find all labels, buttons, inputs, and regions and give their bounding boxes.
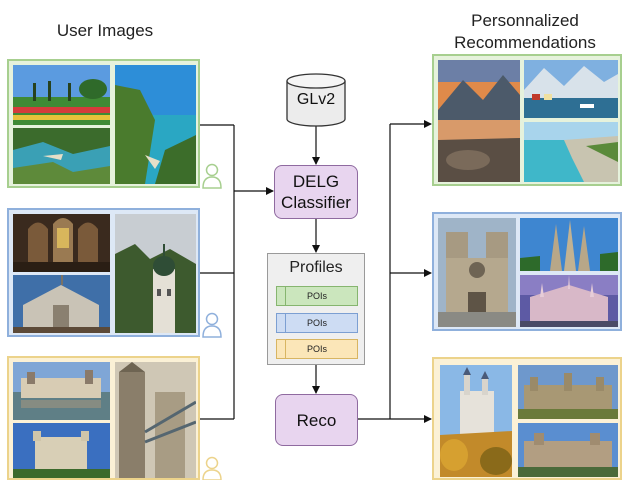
- poi-entry-blue: POIs: [276, 313, 358, 333]
- photo-chateau: [13, 362, 110, 420]
- poi-entry-green: POIs: [276, 286, 358, 306]
- delg-classifier-node: DELG Classifier: [274, 165, 358, 219]
- poi-entry-yellow: POIs: [276, 339, 358, 359]
- reco-node: Reco: [275, 394, 358, 446]
- photo-notre-dame: [438, 218, 516, 327]
- user-images-panel-3: [7, 356, 200, 480]
- user-icon-yellow: [202, 456, 222, 480]
- photo-tower-forest: [115, 214, 196, 333]
- photo-sagrada-familia: [520, 218, 618, 271]
- recommendation-panel-1: [432, 54, 622, 186]
- user-images-panel-1: [7, 59, 200, 188]
- profiles-box: Profiles POIs POIs POIs: [267, 253, 365, 365]
- poi-tab: [276, 339, 286, 359]
- poi-label: POIs: [306, 344, 327, 354]
- glv2-database: GLv2: [286, 73, 346, 127]
- photo-fjord-village: [524, 60, 618, 118]
- photo-cathedral-interior: [13, 214, 110, 272]
- recommendations-heading: Personnalized Recommendations: [454, 11, 596, 52]
- photo-coastline: [13, 128, 110, 184]
- photo-cliff-bay: [115, 65, 196, 184]
- photo-tower-bridge: [115, 362, 196, 478]
- profiles-title: Profiles: [289, 259, 343, 276]
- user-images-panel-2: [7, 208, 200, 337]
- user-icon-blue: [202, 312, 222, 338]
- photo-tower-london: [13, 423, 110, 478]
- database-icon: [286, 73, 346, 127]
- photo-neuschwanstein: [440, 365, 512, 477]
- user-images-heading: User Images: [56, 21, 154, 40]
- poi-label: POIs: [306, 291, 327, 301]
- database-label: GLv2: [296, 91, 336, 108]
- poi-tab: [276, 313, 286, 333]
- photo-milan-cathedral: [520, 275, 618, 327]
- recommendation-panel-3: [432, 357, 622, 480]
- photo-mountain-lake-sunset: [438, 60, 520, 182]
- user-icon-green: [202, 163, 222, 189]
- poi-tab: [276, 286, 286, 306]
- poi-label: POIs: [306, 318, 327, 328]
- photo-church: [13, 275, 110, 333]
- photo-sea-cliffs: [524, 122, 618, 182]
- photo-carcassonne: [518, 365, 618, 419]
- photo-manor-house: [518, 423, 618, 477]
- photo-garden: [13, 65, 110, 125]
- recommendation-panel-2: [432, 212, 622, 331]
